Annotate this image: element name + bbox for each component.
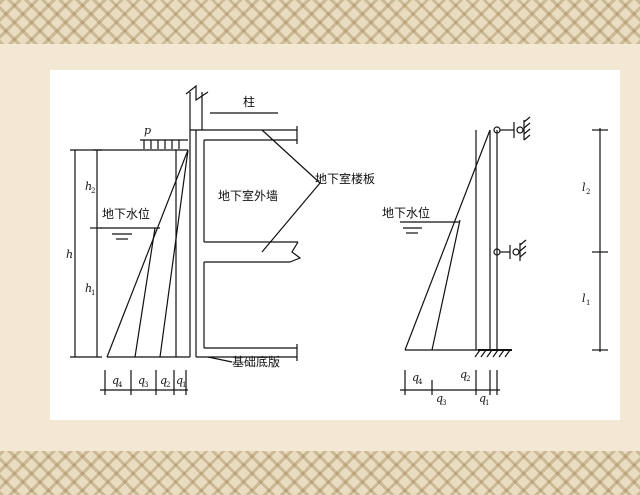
dim-q1-right-subscript: 1	[485, 399, 489, 407]
decorative-border-top	[0, 0, 640, 44]
dim-h2-subscript: 2	[91, 187, 95, 195]
dim-q3-left: q	[138, 374, 145, 387]
basement-section	[70, 84, 321, 395]
dim-h1: h	[85, 282, 92, 295]
dim-q2-right-subscript: 2	[466, 375, 470, 383]
dim-q1-right: q	[479, 392, 486, 405]
column-label: 柱	[243, 94, 255, 109]
hinge-support-top	[493, 116, 531, 141]
dim-l1-subscript: 1	[586, 299, 590, 307]
simplified-model	[400, 116, 608, 395]
dim-l2: l	[582, 181, 586, 194]
dim-q4-left: q	[112, 374, 119, 387]
surcharge-label: p	[144, 124, 151, 137]
dim-q4-right-subscript: 4	[418, 378, 423, 386]
dim-q1-left-subscript: 1	[182, 381, 186, 389]
fixed-support-base	[474, 349, 512, 358]
dim-q4-left-subscript: 4	[118, 381, 123, 389]
groundwater-level-label-right: 地下水位	[382, 205, 430, 220]
break-mark-top	[185, 84, 209, 102]
dim-q2-left: q	[160, 374, 167, 387]
dim-q1-left: q	[176, 374, 183, 387]
dim-q3-right: q	[436, 392, 443, 405]
hinge-support-middle	[493, 239, 527, 261]
dim-q3-left-subscript: 3	[144, 381, 148, 389]
dim-q3-right-subscript: 3	[442, 399, 446, 407]
dim-q4-right: q	[412, 371, 419, 384]
dim-q2-right: q	[460, 368, 467, 381]
dim-h1-subscript: 1	[91, 289, 95, 297]
groundwater-level-label-left: 地下水位	[102, 206, 150, 221]
dim-h2: h	[85, 180, 92, 193]
dim-h: h	[66, 248, 73, 261]
pressure-diagram-left	[106, 149, 190, 358]
foundation-slab-label: 基础底版	[232, 354, 280, 369]
dim-l1: l	[582, 292, 586, 305]
dim-q2-left-subscript: 2	[166, 381, 170, 389]
diagram-panel	[50, 70, 620, 420]
decorative-border-bottom	[0, 451, 640, 495]
basement-exterior-wall-label: 地下室外墙	[218, 188, 278, 203]
basement-floor-slab-label: 地下室楼板	[315, 171, 375, 186]
dim-l2-subscript: 2	[586, 188, 590, 196]
surcharge-arrows	[140, 139, 188, 149]
